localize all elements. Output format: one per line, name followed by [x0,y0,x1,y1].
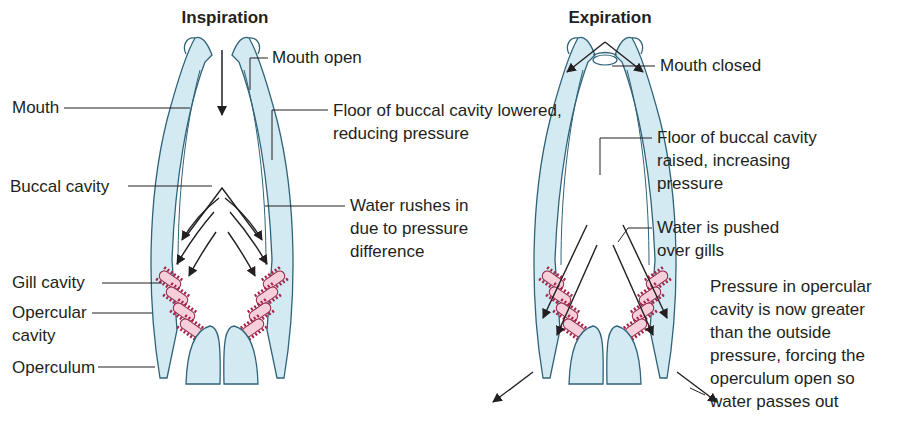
panel-heading: Inspiration [160,6,290,29]
annotation-label: Buccal cavity [10,175,135,198]
annotation-label: Mouth open [272,46,412,69]
leader-line [102,283,162,284]
leader-line [618,228,652,242]
flow-arrow [230,212,267,264]
panel-heading: Expiration [545,6,675,29]
flow-chevron [187,188,257,235]
flow-arrow [177,212,214,264]
annotation-label: Water is pushed over gills [657,216,797,262]
annotation-label: Floor of buccal cavity raised, increasin… [657,126,822,195]
leader-line [612,66,655,67]
leader-line [128,186,212,187]
head-half [534,37,603,384]
flow-arrow [543,225,587,318]
flow-arrow [623,225,667,318]
annotation-label: Mouth closed [660,54,810,77]
flow-arrow [182,198,219,240]
annotation-label: Opercular cavity [12,301,102,347]
leader-line [250,58,268,90]
flow-arrow [567,42,605,72]
annotation-label: Floor of buccal cavity lowered, reducing… [333,99,565,145]
flow-arrow [221,50,223,115]
annotation-label: Gill cavity [12,271,112,294]
flow-arrows [177,198,267,276]
flow-arrow [613,245,653,335]
leader-line [272,110,328,160]
leader-line [98,367,155,368]
flow-arrow [228,232,255,276]
head-half [224,37,293,384]
flow-arrow [605,42,643,72]
leader-line [64,108,190,109]
flow-arrow [493,372,533,402]
flow-arrow [225,198,262,240]
leader-line [690,388,705,395]
head-half [151,37,220,384]
annotation-label: Pressure in opercular cavity is now grea… [710,275,898,413]
annotation-label: Mouth [12,96,72,119]
leader-line [92,313,152,314]
head-half [607,37,676,384]
mouth-closed-oval [593,55,617,65]
leader-lines [64,58,705,395]
leader-line [600,138,652,175]
annotation-label: Water rushes in due to pressure differen… [350,194,500,263]
flow-arrow [557,245,597,335]
flow-arrow [189,232,216,276]
inspiration-head [151,37,293,384]
leader-line [265,206,345,207]
annotation-label: Operculum [12,356,112,379]
